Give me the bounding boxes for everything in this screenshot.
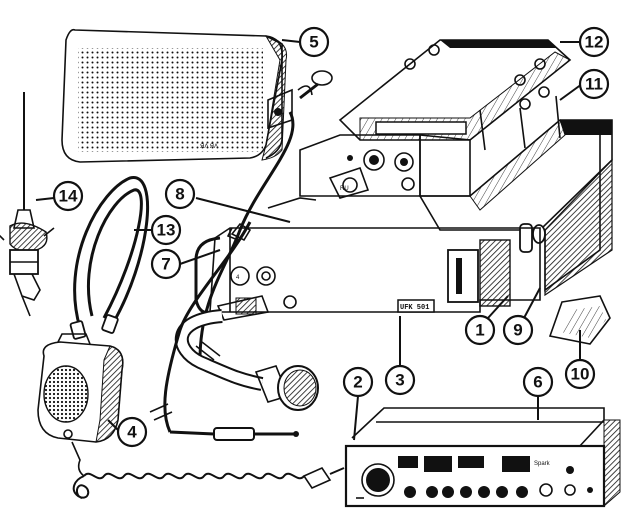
callout-13: 13 <box>150 214 182 246</box>
jack-plug-icon <box>213 427 255 441</box>
svg-text:11: 11 <box>585 75 603 94</box>
svg-text:2: 2 <box>353 373 362 392</box>
loudspeaker: ЯΛ ЯΛ <box>61 28 293 163</box>
svg-text:5: 5 <box>309 33 318 52</box>
svg-text:9: 9 <box>513 321 522 340</box>
callout-3: 3 <box>384 364 416 396</box>
callout-12: 12 <box>578 26 610 58</box>
svg-text:8: 8 <box>175 185 184 204</box>
svg-text:10: 10 <box>571 365 590 384</box>
callout-14: 14 <box>52 180 84 212</box>
svg-text:4: 4 <box>236 275 240 281</box>
svg-text:6: 6 <box>533 373 542 392</box>
control-panel-brand: Spark <box>534 461 551 467</box>
bracket-screws <box>404 44 561 151</box>
callout-5: 5 <box>298 26 330 58</box>
callout-2: 2 <box>342 366 374 398</box>
coiled-cord <box>83 472 305 480</box>
microphone <box>37 333 345 499</box>
speaker-brand-mark: ЯΛ ЯΛ <box>200 144 218 150</box>
model-plate-text: UFK 501 <box>400 304 429 312</box>
control-panel: Spark <box>344 407 621 508</box>
svg-text:12: 12 <box>585 33 604 52</box>
radio-chassis <box>418 119 613 297</box>
svg-text:14: 14 <box>59 187 78 206</box>
interconnect-cables <box>149 197 317 441</box>
antenna <box>0 92 55 317</box>
svg-text:7: 7 <box>161 255 170 274</box>
callout-10: 10 <box>564 358 596 390</box>
callout-1: 1 <box>464 314 496 346</box>
speaker-cable <box>198 70 333 361</box>
callout-9: 9 <box>502 314 534 346</box>
svg-text:1: 1 <box>475 321 484 340</box>
callout-6: 6 <box>522 366 554 398</box>
transceiver-unit: 4 UFK 501 <box>194 227 541 321</box>
accessory-bag <box>548 295 611 345</box>
model-plate <box>397 299 435 313</box>
svg-text:4: 4 <box>127 423 137 442</box>
callout-11: 11 <box>578 68 610 100</box>
multicore-cable <box>174 309 319 411</box>
panel-buttons <box>404 466 593 498</box>
callout-4: 4 <box>116 416 148 448</box>
callout-8: 8 <box>164 178 196 210</box>
svg-text:3: 3 <box>395 371 404 390</box>
ring-terminal-icon <box>311 70 333 86</box>
callout-7: 7 <box>150 248 182 280</box>
mounting-bracket: RU <box>299 39 572 199</box>
svg-text:13: 13 <box>157 221 176 240</box>
